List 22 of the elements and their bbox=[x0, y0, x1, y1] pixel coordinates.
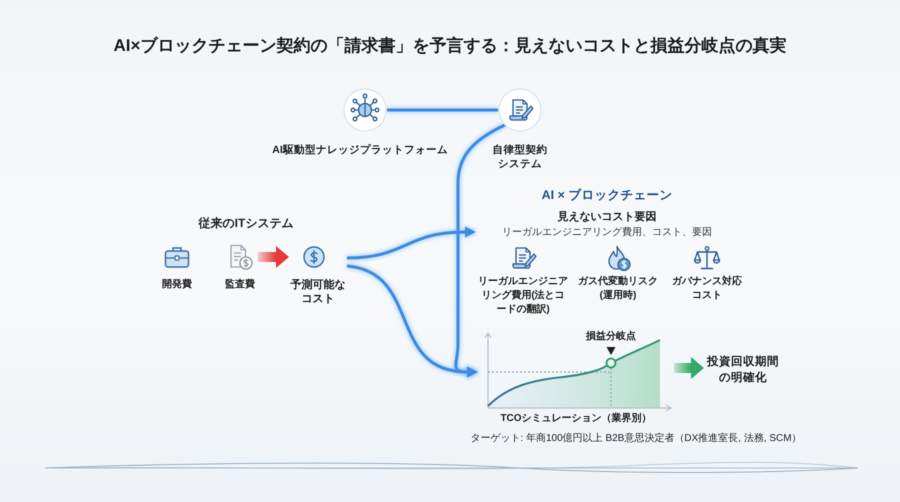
section-heading: 従来のITシステム bbox=[198, 215, 294, 232]
section-subheading: 見えないコスト要因 bbox=[556, 210, 658, 225]
flow-arrow bbox=[346, 264, 478, 378]
section-heading: AI × ブロックチェーン bbox=[540, 187, 674, 204]
node-label: 監査費 bbox=[224, 278, 256, 292]
node-label: リーガルエンジニアリング費用(法とコードの翻訳) bbox=[478, 275, 568, 317]
node-label: 自律型契約システム bbox=[492, 143, 548, 171]
node-label: ガバナンス対応コスト bbox=[671, 275, 743, 303]
chart-title: TCOシミュレーション（業界別） bbox=[499, 412, 653, 426]
connector-line bbox=[387, 108, 498, 112]
section-note: リーガルエンジニアリング費用、コスト、要因 bbox=[501, 226, 713, 239]
node-label: 投資回収期間の明確化 bbox=[706, 354, 780, 386]
footnote: ターゲット: 年商100億円以上 B2B意思決定者（DX推進室長, 法務, SCM） bbox=[470, 432, 802, 445]
flow-arrow bbox=[346, 226, 476, 260]
block-arrow bbox=[258, 246, 289, 268]
node-label: 予測可能なコスト bbox=[290, 278, 346, 306]
title: AI×ブロックチェーン契約の「請求書」を予言する：見えないコストと損益分岐点の真実 bbox=[114, 35, 786, 57]
block-arrow bbox=[674, 357, 704, 379]
annotation-label: 損益分岐点 bbox=[584, 330, 637, 344]
node-label: ガス代変動リスク(運用時) bbox=[577, 275, 659, 303]
node-label: AI駆動型ナレッジプラットフォーム bbox=[271, 143, 449, 157]
node-label: 開発費 bbox=[161, 278, 193, 292]
